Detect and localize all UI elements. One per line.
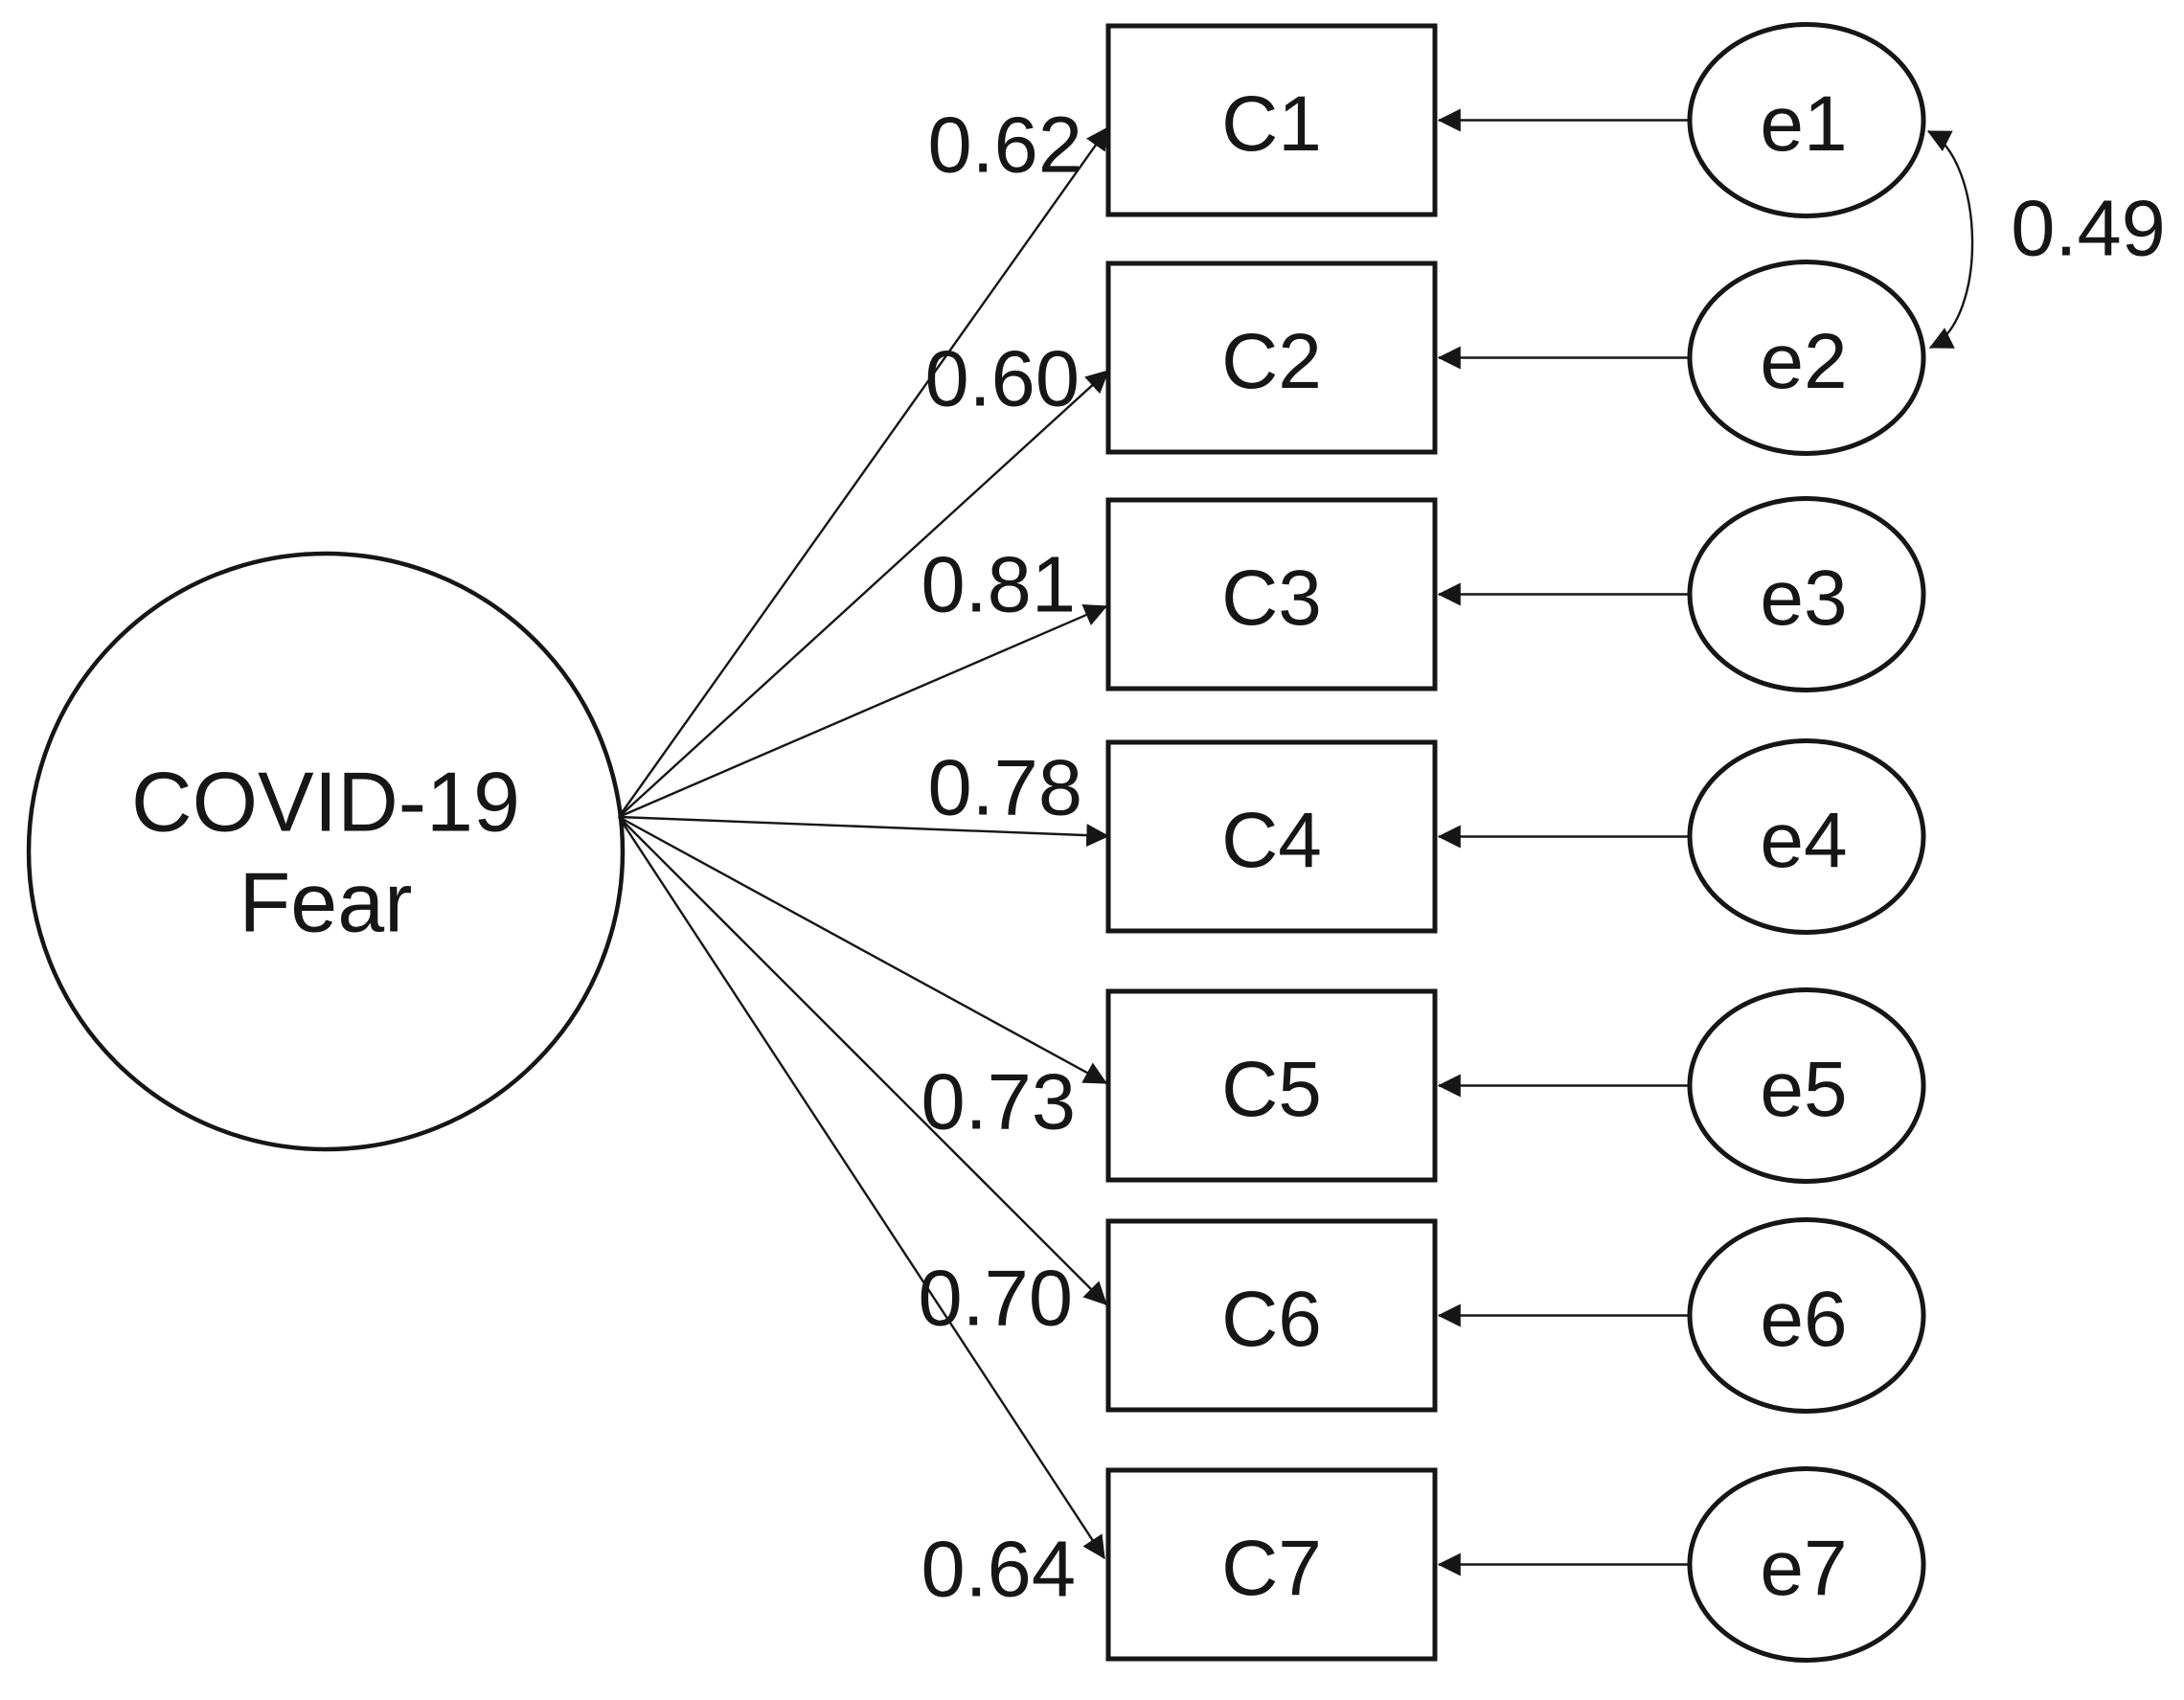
error-ellipse-e4 bbox=[1687, 738, 1926, 935]
loading-path-C4 bbox=[618, 815, 1110, 848]
loading-value-C3: 0.81 bbox=[921, 540, 1076, 629]
loading-value-C7: 0.64 bbox=[921, 1525, 1076, 1614]
indicator-box-C3 bbox=[1105, 497, 1438, 691]
indicator-box-C7 bbox=[1105, 1467, 1438, 1662]
loading-path-C3 bbox=[618, 604, 1108, 819]
error-label-e4: e4 bbox=[1760, 797, 1847, 884]
loading-path-C5 bbox=[618, 815, 1108, 1085]
indicator-box-C5 bbox=[1105, 988, 1438, 1183]
indicator-label-C4: C4 bbox=[1221, 797, 1322, 884]
loading-value-C2: 0.60 bbox=[924, 334, 1080, 423]
indicator-label-C1: C1 bbox=[1221, 80, 1322, 168]
latent-label-line-1: COVID-19 bbox=[131, 755, 520, 850]
indicator-label-C2: C2 bbox=[1221, 318, 1322, 405]
error-ellipse-e1 bbox=[1687, 22, 1926, 218]
error-ellipse-e7 bbox=[1687, 1466, 1926, 1663]
indicator-box-C1 bbox=[1105, 23, 1438, 217]
loading-value-C1: 0.62 bbox=[927, 101, 1082, 190]
error-label-e6: e6 bbox=[1760, 1276, 1847, 1363]
error-label-e2: e2 bbox=[1760, 318, 1847, 405]
indicator-label-C6: C6 bbox=[1221, 1276, 1322, 1363]
error-ellipse-e2 bbox=[1687, 260, 1926, 456]
latent-ellipse bbox=[26, 551, 626, 1152]
error-ellipse-e6 bbox=[1687, 1217, 1926, 1414]
indicator-label-C7: C7 bbox=[1221, 1525, 1322, 1612]
loading-value-C4: 0.78 bbox=[927, 743, 1082, 832]
latent-label-line-2: Fear bbox=[239, 855, 413, 950]
indicator-label-C5: C5 bbox=[1221, 1046, 1322, 1133]
error-label-e1: e1 bbox=[1760, 80, 1847, 168]
error-covariance-path bbox=[1926, 129, 1974, 350]
loading-path-C2 bbox=[618, 370, 1109, 818]
error-label-e3: e3 bbox=[1760, 555, 1847, 642]
indicator-box-C4 bbox=[1105, 739, 1438, 934]
loading-path-C1 bbox=[618, 126, 1109, 818]
error-ellipse-e5 bbox=[1687, 987, 1926, 1184]
error-label-e7: e7 bbox=[1760, 1525, 1847, 1612]
error-ellipse-e3 bbox=[1687, 496, 1926, 692]
loading-value-C5: 0.73 bbox=[921, 1057, 1076, 1146]
error-label-e5: e5 bbox=[1760, 1046, 1847, 1133]
loading-value-C6: 0.70 bbox=[918, 1254, 1073, 1343]
error-covariance-value: 0.49 bbox=[2011, 184, 2166, 273]
indicator-box-C6 bbox=[1105, 1218, 1438, 1413]
indicator-label-C3: C3 bbox=[1221, 555, 1322, 642]
loading-path-C6 bbox=[618, 816, 1107, 1305]
loading-path-C7 bbox=[617, 816, 1106, 1560]
indicator-box-C2 bbox=[1105, 261, 1438, 455]
